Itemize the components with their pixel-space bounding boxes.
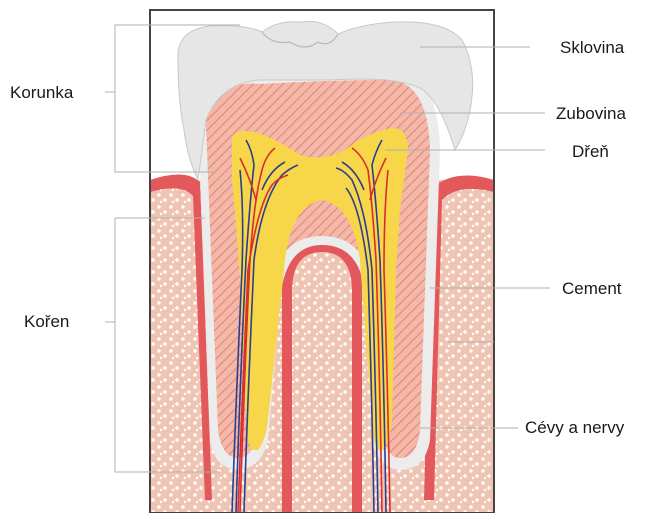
inter-root-bone [292,252,352,513]
label-dren: Dřeň [572,143,609,160]
gum-inner-right [434,189,494,500]
label-korunka: Korunka [10,84,73,101]
label-cement: Cement [562,280,622,297]
label-zubovina: Zubovina [556,105,626,122]
label-sklovina: Sklovina [560,39,624,56]
label-cevy-a-nervy: Cévy a nervy [525,419,624,436]
label-koren: Kořen [24,313,69,330]
